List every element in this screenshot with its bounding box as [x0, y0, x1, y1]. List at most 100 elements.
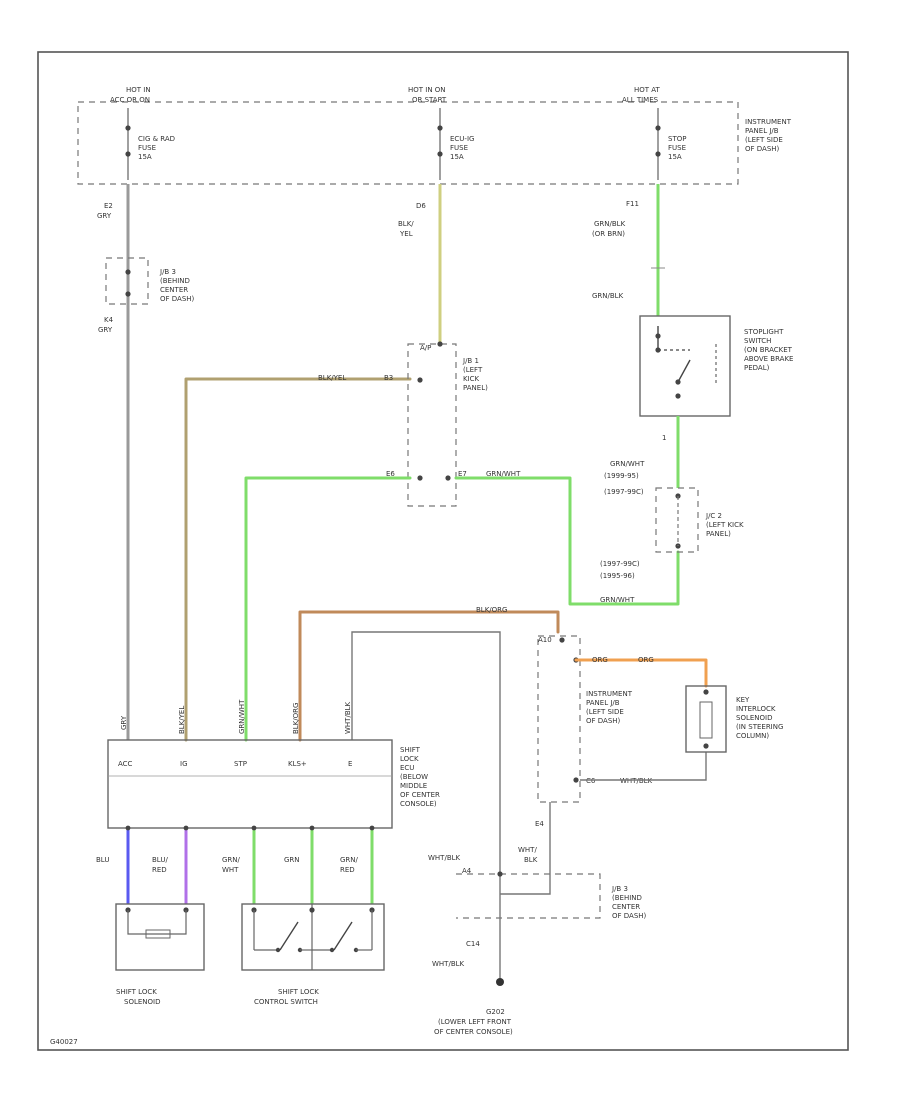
- hot1b-label: ACC OR ON: [110, 96, 150, 104]
- conn-a10: A10: [538, 636, 552, 644]
- fuse3-type: FUSE: [668, 144, 686, 152]
- fuse-block-label-line1: INSTRUMENT: [745, 118, 792, 126]
- bw2b: RED: [152, 866, 167, 874]
- ecu-wire-e: WHT/BLK: [344, 701, 352, 734]
- jb3-top-l4: OF DASH): [160, 295, 195, 303]
- blk-yel-label: BLK/YEL: [318, 374, 346, 382]
- hot2b-label: OR START: [412, 96, 447, 104]
- jb1-l4: PANEL): [463, 384, 488, 392]
- wht-blk-a10: WHT/BLK: [428, 854, 461, 862]
- ecu-pin-e: E: [348, 760, 352, 768]
- ctrlsw-l2: CONTROL SWITCH: [254, 998, 318, 1006]
- ipjb-l1: INSTRUMENT: [586, 690, 633, 698]
- conn-c14: C14: [466, 940, 480, 948]
- stop-in-color: GRN/BLK: [592, 292, 624, 300]
- ipjb-l3: (LEFT SIDE: [586, 708, 624, 716]
- grn-wht-b: GRN/WHT: [600, 596, 635, 604]
- blk-org-label: BLK/ORG: [476, 606, 507, 614]
- jc2-bot-l1: (1997-99C): [600, 560, 640, 568]
- w3-color-b: (OR BRN): [592, 230, 625, 238]
- stop-out-pin: 1: [662, 434, 666, 442]
- jb1-top: A/P: [420, 344, 431, 352]
- ground-l2: (LOWER LEFT FRONT: [438, 1018, 512, 1026]
- keysol-l4: (IN STEERING: [736, 723, 783, 731]
- grn-wht-a: GRN/WHT: [486, 470, 521, 478]
- ecu-l5: MIDDLE: [400, 782, 427, 790]
- ground-l3: OF CENTER CONSOLE): [434, 1028, 513, 1036]
- fuse-block-label-line2: PANEL J/B: [745, 127, 779, 135]
- conn-c6: C6: [586, 777, 596, 785]
- ecu-wire-kls: BLK/ORG: [292, 703, 300, 734]
- org-top-a: ORG: [592, 656, 608, 664]
- wht-blk-c14: WHT/BLK: [432, 960, 465, 968]
- fuse-ecu-ig: ECU-IG FUSE 15A: [437, 108, 474, 180]
- fuse2-name: ECU-IG: [450, 135, 474, 143]
- fuse-block-label-line3: (LEFT SIDE: [745, 136, 783, 144]
- fuse-block-label-line4: OF DASH): [745, 145, 780, 153]
- bw4: GRN: [284, 856, 300, 864]
- stoplight-switch: STOPLIGHT SWITCH (ON BRACKET ABOVE BRAKE…: [639, 315, 793, 442]
- w3-color-a: GRN/BLK: [594, 220, 626, 228]
- ecu-pin-kls: KLS+: [288, 760, 307, 768]
- fuse-cig-rad: CIG & RAD FUSE 15A: [125, 108, 175, 180]
- figure-id: G40027: [50, 1038, 78, 1046]
- keysol-l2: INTERLOCK: [736, 705, 776, 713]
- jb1-l1: J/B 1: [462, 357, 479, 365]
- stoplight-l1: STOPLIGHT: [744, 328, 784, 336]
- shift-lock-ecu: ACC IG STP KLS+ E SHIFT LOCK ECU (BELOW …: [107, 739, 440, 829]
- jb3-conn: K4: [104, 316, 114, 324]
- jb3-top-l2: (BEHIND: [160, 277, 190, 285]
- conn-e6: E6: [386, 470, 395, 478]
- fuse1-rating: 15A: [138, 153, 152, 161]
- jb3b-l1: J/B 3: [611, 885, 628, 893]
- ecu-l7: CONSOLE): [400, 800, 437, 808]
- jc2-l3: PANEL): [706, 530, 731, 538]
- fuse-block: [77, 101, 739, 185]
- wire-blk-org: BLK/ORG: [298, 606, 560, 742]
- ecu-pin-acc: ACC: [118, 760, 133, 768]
- ecu-bottom-wires: BLU BLU/ RED GRN/ WHT GRN GRN/ RED: [96, 825, 375, 904]
- fuse2-rating: 15A: [450, 153, 464, 161]
- hot3-label: HOT AT: [634, 86, 661, 94]
- wire-wht-blk-e: [351, 631, 501, 980]
- fuse-block-label: INSTRUMENT PANEL J/B (LEFT SIDE OF DASH): [745, 118, 792, 153]
- fuse2-type: FUSE: [450, 144, 468, 152]
- org-top-b: ORG: [638, 656, 654, 664]
- w1-conn: E2: [104, 202, 113, 210]
- jc2-top-l1: GRN/WHT: [610, 460, 645, 468]
- shiftsol-l2: SOLENOID: [124, 998, 160, 1006]
- wire-blk-yel: D6 BLK/ YEL BLK/YEL B3: [184, 184, 442, 742]
- wire-gry-acc: E2 GRY: [97, 184, 130, 740]
- ecu-pin-stp: STP: [234, 760, 247, 768]
- hot1-label: HOT IN: [126, 86, 151, 94]
- conn-e7: E7: [458, 470, 467, 478]
- jb1-box: A/P J/B 1 (LEFT KICK PANEL) E6 E7: [386, 341, 488, 507]
- hot2-label: HOT IN ON: [408, 86, 446, 94]
- bw2a: BLU/: [152, 856, 168, 864]
- key-interlock-solenoid: KEY INTERLOCK SOLENOID (IN STEERING COLU…: [685, 685, 783, 753]
- shift-lock-solenoid: SHIFT LOCK SOLENOID: [115, 903, 205, 1006]
- ecu-l4: (BELOW: [400, 773, 428, 781]
- ecu-l6: OF CENTER: [400, 791, 440, 799]
- jb3b-l2: (BEHIND: [612, 894, 642, 902]
- ecu-wire-acc: GRY: [120, 715, 128, 730]
- stoplight-l5: PEDAL): [744, 364, 770, 372]
- fuse3-name: STOP: [668, 135, 686, 143]
- ecu-l2: LOCK: [400, 755, 419, 763]
- ecu-l3: ECU: [400, 764, 414, 772]
- stoplight-l4: ABOVE BRAKE: [744, 355, 793, 363]
- shift-lock-control-switch: SHIFT LOCK CONTROL SWITCH: [241, 903, 385, 1006]
- jb3-top-l3: CENTER: [160, 286, 188, 294]
- bw3a: GRN/: [222, 856, 241, 864]
- fuse1-type: FUSE: [138, 144, 156, 152]
- ground-g202: G202 (LOWER LEFT FRONT OF CENTER CONSOLE…: [434, 978, 513, 1036]
- wht-blk-right: WHT/BLK: [620, 777, 653, 785]
- diagram-frame: [37, 51, 849, 1051]
- w3-conn: F11: [626, 200, 639, 208]
- ground-l1: G202: [486, 1008, 505, 1016]
- ecu-wire-ig: BLK/YEL: [178, 706, 186, 734]
- ecu-l1: SHIFT: [400, 746, 421, 754]
- jb3-bottom: WHT/BLK A4 J/B 3 (BEHIND CENTER OF DASH)…: [428, 854, 647, 968]
- ecu-pin-ig: IG: [180, 760, 188, 768]
